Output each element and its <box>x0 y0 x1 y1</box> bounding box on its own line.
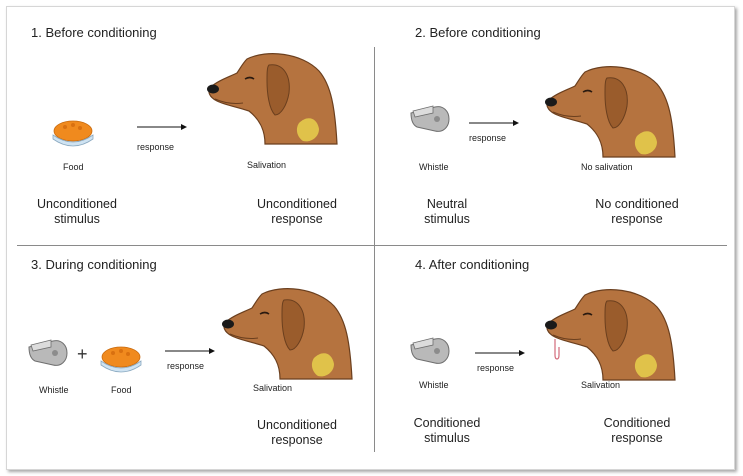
arrow-label: response <box>167 361 204 371</box>
response-label: Salivation <box>247 160 286 170</box>
stimulus-label: Whistle <box>419 162 449 172</box>
arrow-label: response <box>137 142 174 152</box>
arrow-label: response <box>469 133 506 143</box>
stimulus-label: Food <box>63 162 84 172</box>
stimulus-label: Whistle <box>419 380 449 390</box>
horizontal-divider <box>17 245 727 246</box>
diagram-frame: 1. Before conditioning Food response Sal… <box>6 6 735 470</box>
arrow-right-icon <box>475 349 527 359</box>
panel-title: 1. Before conditioning <box>31 25 157 40</box>
whistle-icon <box>409 103 453 137</box>
response-label: Salivation <box>581 380 620 390</box>
dog-head-icon <box>207 49 342 149</box>
food-bowl-icon <box>99 341 145 381</box>
arrow-right-icon <box>137 123 189 133</box>
dog-head-icon <box>222 284 357 384</box>
arrow-right-icon <box>469 119 521 129</box>
drool-icon <box>552 339 560 361</box>
arrow-label: response <box>477 363 514 373</box>
whistle-icon <box>409 335 453 369</box>
dog-head-icon <box>545 62 680 162</box>
arrow-right-icon <box>165 347 217 357</box>
panel-title: 4. After conditioning <box>415 257 529 272</box>
stimulus-label-2: Food <box>111 385 132 395</box>
plus-sign: + <box>77 344 88 365</box>
stimulus-label: Whistle <box>39 385 69 395</box>
response-label: Salivation <box>253 383 292 393</box>
panel-title: 2. Before conditioning <box>415 25 541 40</box>
panel-title: 3. During conditioning <box>31 257 157 272</box>
response-label: No salivation <box>581 162 633 172</box>
whistle-icon <box>27 337 71 371</box>
vertical-divider <box>374 47 375 452</box>
dog-head-icon <box>545 285 680 385</box>
food-bowl-icon <box>51 115 97 155</box>
